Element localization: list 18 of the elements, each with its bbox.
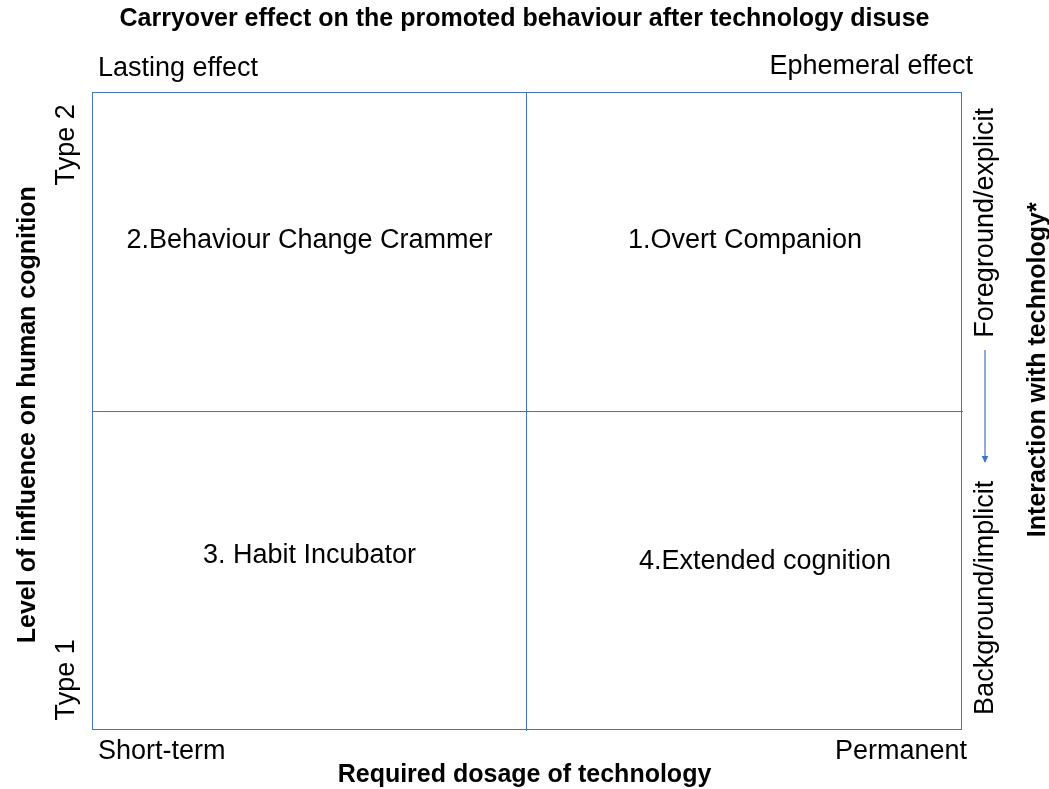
axis-title: Interaction with technology* <box>1022 202 1049 538</box>
quadrant-label: 4.Extended cognition <box>638 545 892 575</box>
arrow <box>981 349 989 463</box>
quadrant-label: 1.Overt Companion <box>627 224 863 254</box>
axis-label: Type 2 <box>51 104 81 186</box>
axis-label: Foreground/explicit <box>970 107 1000 338</box>
axis-label: Permanent <box>834 735 967 765</box>
quadrant-label: 3. Habit Incubator <box>202 539 417 569</box>
axis-label: Short-term <box>98 735 226 765</box>
axis-label: Lasting effect <box>98 52 259 82</box>
axis-title: Level of influence on human cognition <box>12 186 40 644</box>
quadrant-label: 2.Behaviour Change Crammer <box>126 224 493 254</box>
title: Carryover effect on the promoted behaviour after technology disuse <box>119 3 930 31</box>
axis-label: Background/implicit <box>970 480 1000 716</box>
axis-title: Required dosage of technology <box>337 759 712 787</box>
axis-label: Ephemeral effect <box>769 50 973 80</box>
axis-label: Type 1 <box>51 639 81 721</box>
quadrant-cell <box>93 93 527 412</box>
